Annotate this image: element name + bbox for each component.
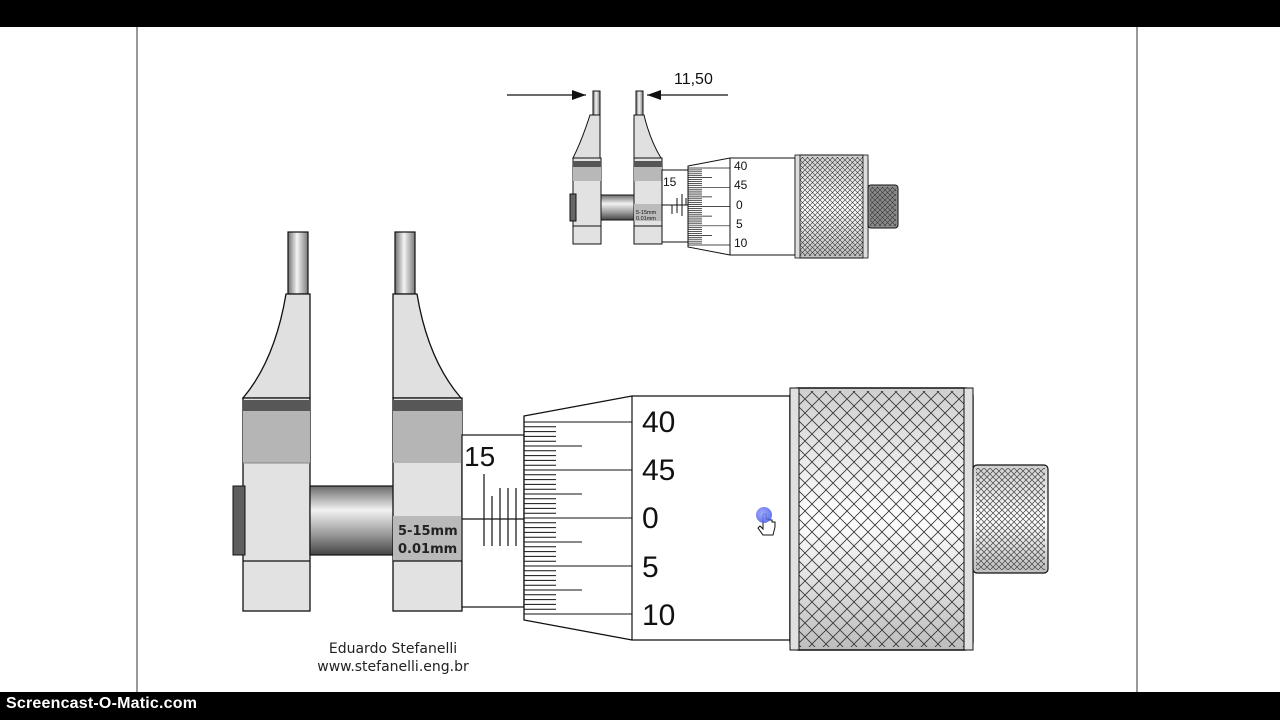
dimension-label: 11,50 xyxy=(674,71,713,88)
small-thimble-number: 10 xyxy=(734,236,748,250)
credit-website[interactable]: www.stefanelli.eng.br xyxy=(317,659,469,675)
resolution-label: 0.01mm xyxy=(398,542,457,557)
recorder-watermark: Screencast-O-Matic.com xyxy=(6,695,198,712)
cursor-highlight xyxy=(756,507,772,523)
thimble-number: 10 xyxy=(642,599,675,632)
small-sleeve-number: 15 xyxy=(663,175,677,189)
small-range-label: 5-15mm xyxy=(636,210,657,216)
small-thimble-number: 5 xyxy=(736,217,743,231)
recorder-top-bar xyxy=(0,0,1280,27)
credit-block: Eduardo Stefanelli www.stefanelli.eng.br xyxy=(300,640,486,676)
thimble-number: 45 xyxy=(642,454,675,487)
thimble-number: 40 xyxy=(642,406,675,439)
range-label: 5-15mm xyxy=(398,524,458,539)
thimble-number: 0 xyxy=(642,502,659,535)
credit-author: Eduardo Stefanelli xyxy=(328,641,458,657)
large-micrometer xyxy=(232,231,1049,651)
recorder-bottom-bar xyxy=(0,692,1280,720)
small-thimble-number: 0 xyxy=(736,198,743,212)
sleeve-number: 15 xyxy=(464,441,495,472)
small-resolution-label: 0.01mm xyxy=(636,216,656,222)
small-micrometer xyxy=(507,90,899,259)
small-thimble-number: 40 xyxy=(734,159,748,173)
thimble-number: 5 xyxy=(642,551,659,584)
small-thimble-number: 45 xyxy=(734,178,748,192)
